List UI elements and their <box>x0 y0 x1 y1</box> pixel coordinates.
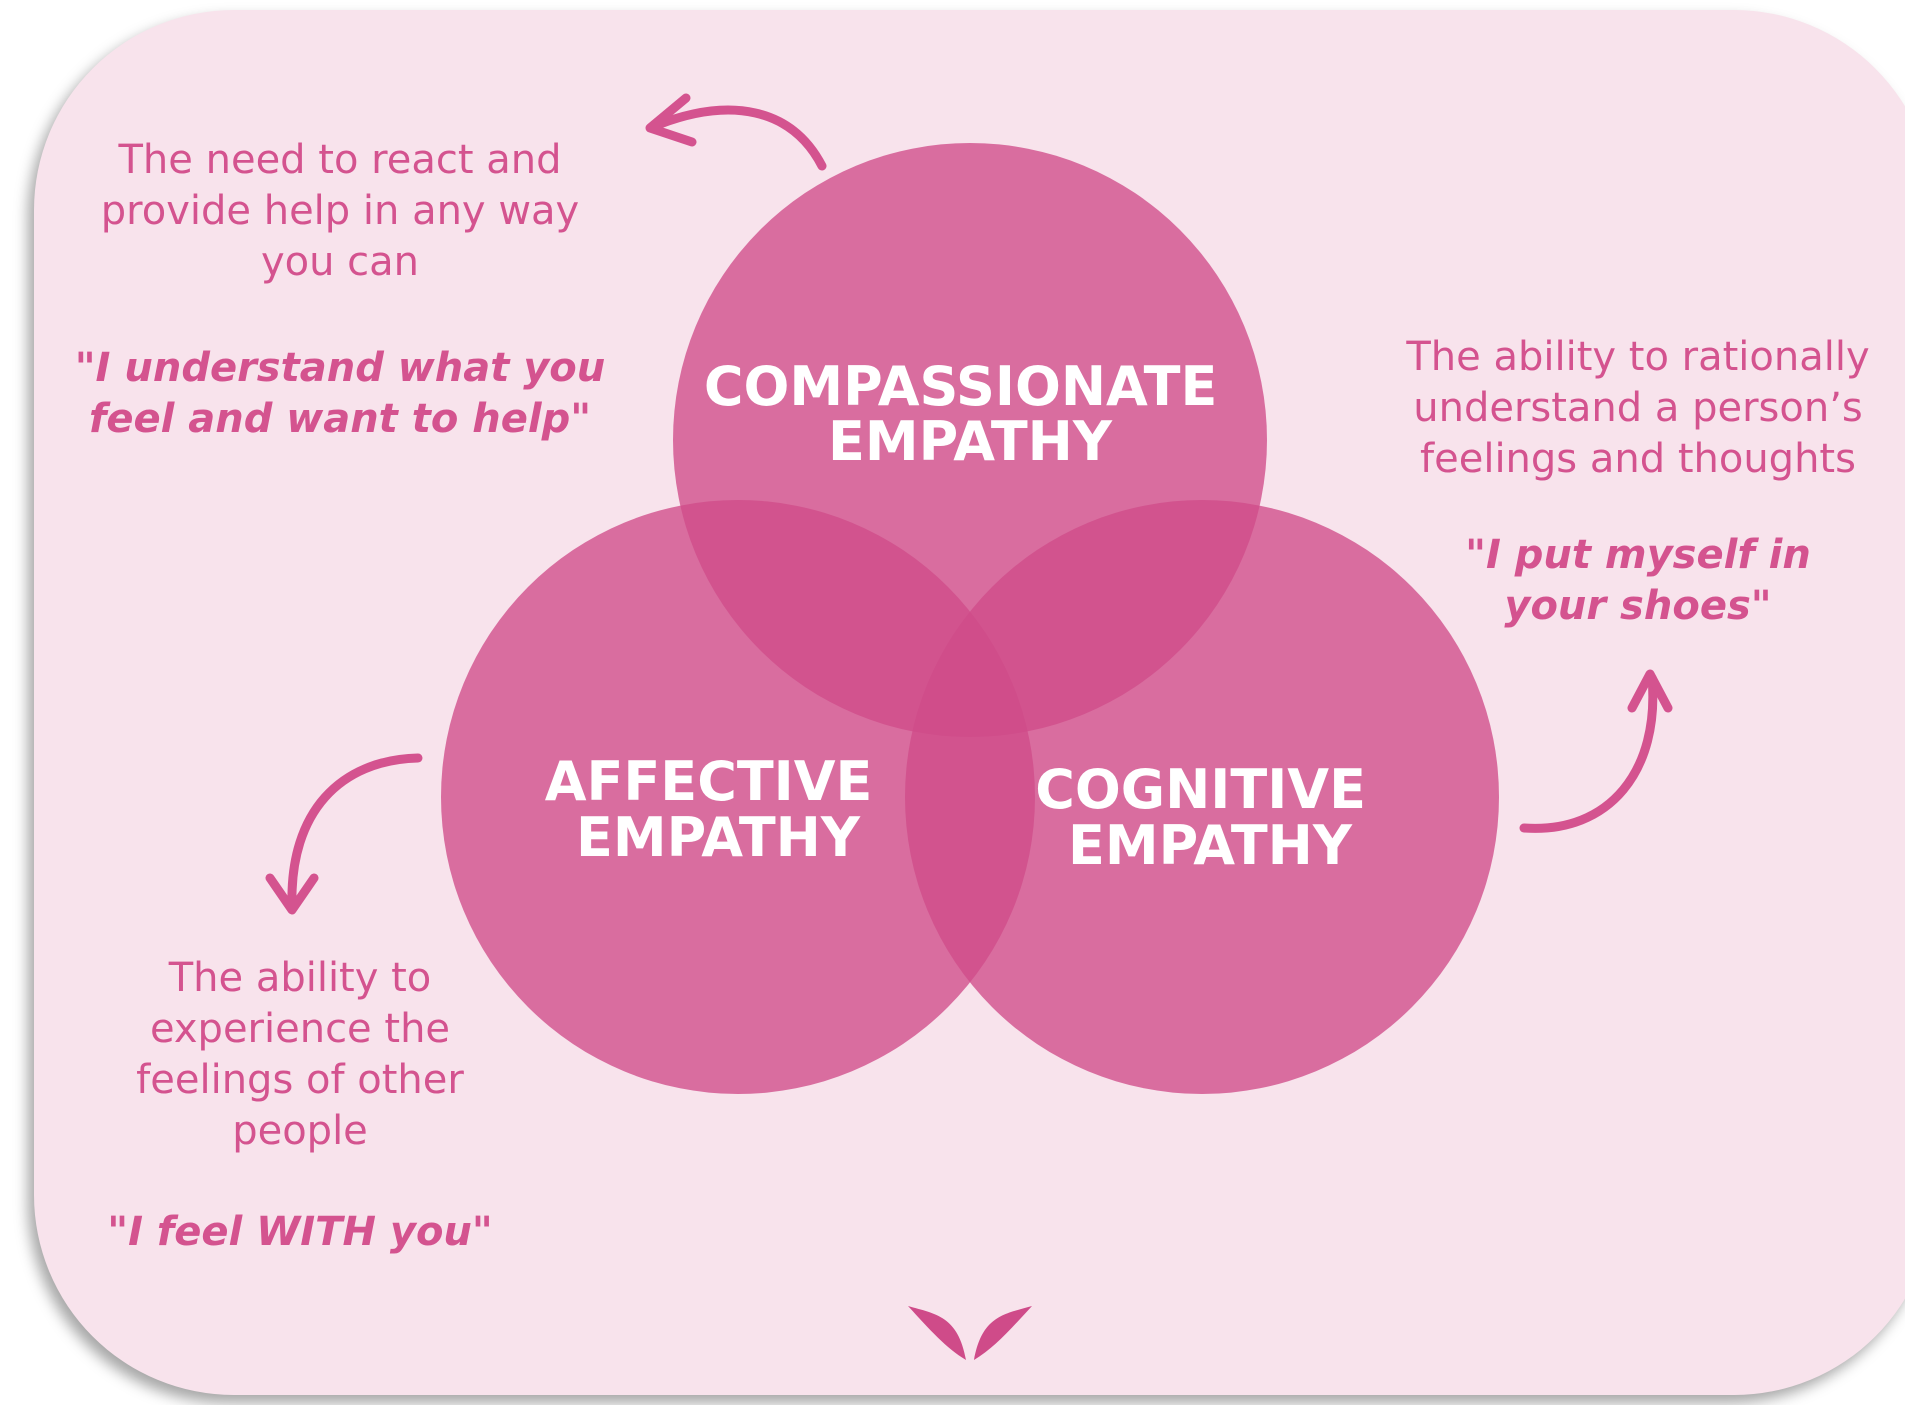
curved-arrow-icon <box>265 753 423 915</box>
affective-description: The ability to experience the feelings o… <box>136 955 464 1154</box>
compassionate-quote: "I understand what you feel and want to … <box>74 345 606 442</box>
cognitive-quote: "I put myself in your shoes" <box>1465 532 1811 629</box>
leaf-logo-icon <box>908 1306 1032 1360</box>
compassionate-description: The need to react and provide help in an… <box>100 137 580 285</box>
affective-empathy-label: AFFECTIVE EMPATHY <box>545 750 892 869</box>
cognitive-empathy-circle <box>905 500 1499 1094</box>
compassionate-empathy-label: COMPASSIONATE EMPATHY <box>704 355 1236 473</box>
curved-arrow-icon <box>645 93 827 171</box>
cognitive-description: The ability to rationally understand a p… <box>1406 334 1870 482</box>
compassionate-note: The need to react and provide help in an… <box>60 135 620 445</box>
cognitive-note: The ability to rationally understand a p… <box>1378 332 1898 632</box>
cognitive-empathy-label: COGNITIVE EMPATHY <box>1035 758 1385 877</box>
affective-empathy-circle <box>441 500 1035 1094</box>
curved-arrow-icon <box>1519 669 1673 833</box>
affective-note: The ability to experience the feelings o… <box>90 953 510 1258</box>
affective-quote: "I feel WITH you" <box>107 1209 493 1255</box>
